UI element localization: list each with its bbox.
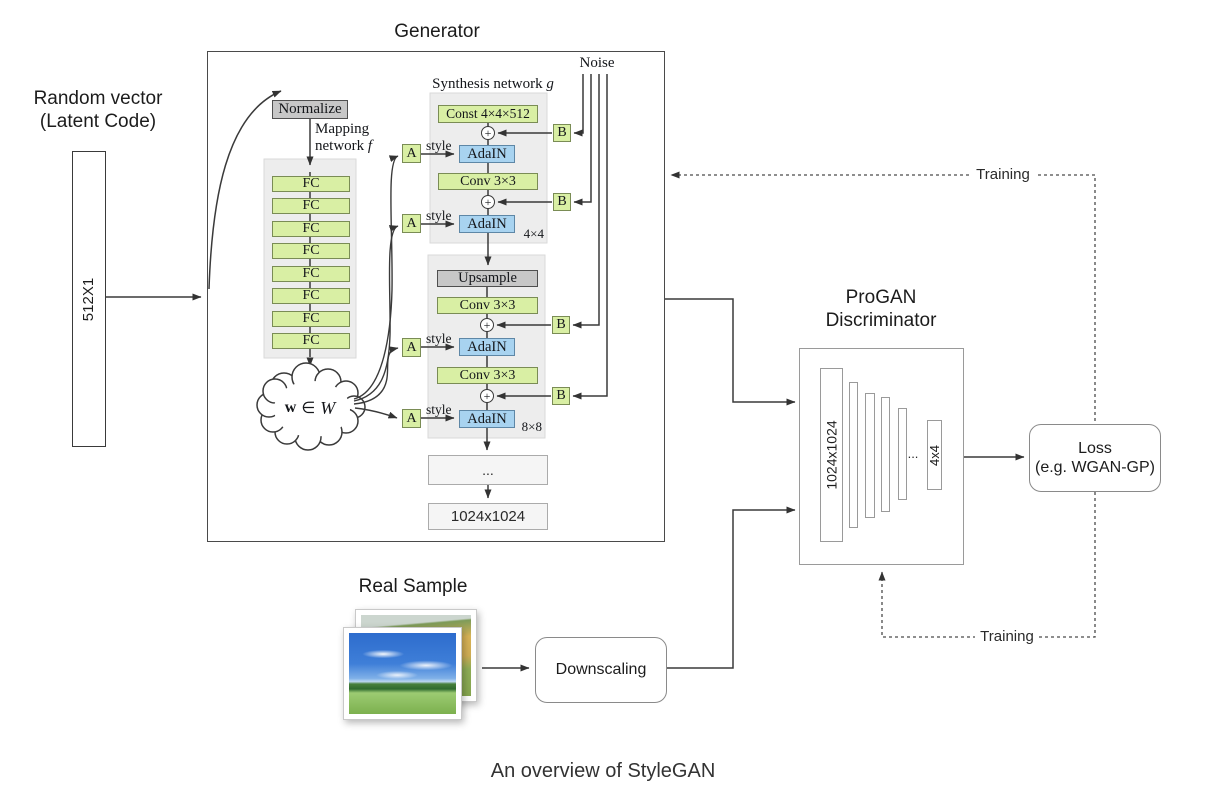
conv-box-2: Conv 3×3 — [437, 297, 538, 314]
discriminator-title-line2: Discriminator — [825, 309, 937, 331]
style-label-1: style — [426, 138, 452, 153]
training-line-bottom — [878, 492, 1096, 638]
loss-label-line1: Loss — [1078, 439, 1112, 457]
discriminator-input-res-label: 1024x1024 — [823, 420, 840, 490]
a-box-4: A — [402, 409, 421, 428]
w-space-label: w ∈ W — [272, 398, 348, 418]
w-to-a3 — [353, 346, 399, 405]
adain-box-4: AdaIN — [459, 410, 515, 428]
fc-box-7: FC — [272, 311, 350, 327]
discriminator-bar-2 — [849, 382, 858, 528]
w-symbol: w — [284, 399, 297, 416]
discriminator-bar-4x4: 4x4 — [927, 420, 942, 490]
noise-line-1 — [573, 74, 584, 137]
noise-label: Noise — [579, 55, 615, 71]
fc-box-1: FC — [272, 176, 350, 192]
a-box-2: A — [402, 214, 421, 233]
discriminator-bar-5 — [898, 408, 907, 500]
element-of-symbol: ∈ — [301, 400, 316, 417]
discriminator-bar-3 — [865, 393, 875, 518]
latent-title-line2: (Latent Code) — [39, 110, 157, 132]
training-label-top: Training — [971, 167, 1035, 183]
discriminator-title: ProGAN Discriminator — [811, 287, 951, 333]
discriminator-bar-4 — [881, 397, 890, 512]
b-box-4: B — [552, 387, 570, 405]
generator-box — [207, 51, 665, 542]
loss-label-line2: (e.g. WGAN-GP) — [1034, 459, 1155, 476]
a-box-3: A — [402, 338, 421, 357]
arrow-downscaling-to-discriminator — [667, 506, 796, 669]
style-label-2: style — [426, 208, 452, 223]
add-noise-icon-4: + — [480, 389, 494, 403]
landscape-photo-front — [349, 633, 456, 714]
discriminator-box — [799, 348, 964, 565]
discriminator-bar-1024: 1024x1024 — [820, 368, 843, 542]
mapping-network-label: Mapping network f — [315, 121, 372, 154]
adain-box-2: AdaIN — [459, 215, 515, 233]
synthesis-title-text: Synthesis network — [432, 76, 543, 92]
downscaling-box: Downscaling — [535, 637, 667, 703]
dots-box: ... — [428, 455, 548, 485]
training-label-bottom: Training — [975, 629, 1039, 645]
w-to-a2 — [353, 225, 399, 402]
fc-box-6: FC — [272, 288, 350, 304]
mapping-f-symbol: f — [367, 137, 373, 154]
style-label-3: style — [426, 331, 452, 346]
resolution-label-4x4: 4×4 — [523, 226, 544, 241]
normalize-box: Normalize — [272, 100, 348, 119]
conv-box-3: Conv 3×3 — [437, 367, 538, 384]
w-to-a4 — [354, 407, 398, 419]
conv-box-1: Conv 3×3 — [438, 173, 538, 190]
b-box-1: B — [553, 124, 571, 142]
mapping-label-line2: network — [315, 137, 365, 154]
fc-box-4: FC — [272, 243, 350, 259]
fc-box-5: FC — [272, 266, 350, 282]
adain-box-3: AdaIN — [459, 338, 515, 356]
generator-title: Generator — [394, 21, 480, 42]
upsample-box: Upsample — [437, 270, 538, 287]
b-box-2: B — [553, 193, 571, 211]
noise-line-2 — [573, 74, 592, 206]
mapping-label-line1: Mapping — [315, 121, 370, 137]
add-noise-icon-3: + — [480, 318, 494, 332]
final-resolution-box: 1024x1024 — [428, 503, 548, 530]
synthesis-g-symbol: g — [546, 76, 554, 92]
training-line-top — [670, 171, 1096, 421]
noise-line-4 — [572, 74, 608, 400]
arrow-curve-to-normalize — [208, 90, 282, 290]
latent-title-line1: Random vector — [33, 88, 163, 109]
style-label-4: style — [426, 402, 452, 417]
latent-vector-label: 512X1 — [80, 277, 98, 321]
real-sample-photo-front — [343, 627, 462, 720]
discriminator-output-res-label: 4x4 — [927, 444, 942, 466]
synthesis-network-label: Synthesis network g — [418, 76, 568, 93]
w-space-symbol: W — [320, 397, 336, 418]
arrow-generator-to-discriminator — [665, 298, 796, 406]
adain-box-1: AdaIN — [459, 145, 515, 163]
b-box-3: B — [552, 316, 570, 334]
add-noise-icon-2: + — [481, 195, 495, 209]
fc-box-2: FC — [272, 198, 350, 214]
w-space-cloud — [256, 362, 366, 451]
fc-box-8: FC — [272, 333, 350, 349]
real-sample-title: Real Sample — [358, 576, 468, 597]
figure-caption: An overview of StyleGAN — [490, 760, 716, 782]
discriminator-title-line1: ProGAN — [845, 287, 917, 308]
resolution-label-8x8: 8×8 — [521, 419, 542, 434]
noise-line-3 — [572, 74, 600, 329]
latent-title: Random vector (Latent Code) — [18, 88, 178, 134]
const-box: Const 4×4×512 — [438, 105, 538, 123]
a-box-1: A — [402, 144, 421, 163]
loss-box: Loss (e.g. WGAN-GP) — [1029, 424, 1161, 492]
w-to-a1 — [353, 155, 399, 400]
discriminator-dots: ... — [907, 446, 919, 461]
fc-box-3: FC — [272, 221, 350, 237]
add-noise-icon-1: + — [481, 126, 495, 140]
latent-vector-box: 512X1 — [72, 151, 106, 447]
